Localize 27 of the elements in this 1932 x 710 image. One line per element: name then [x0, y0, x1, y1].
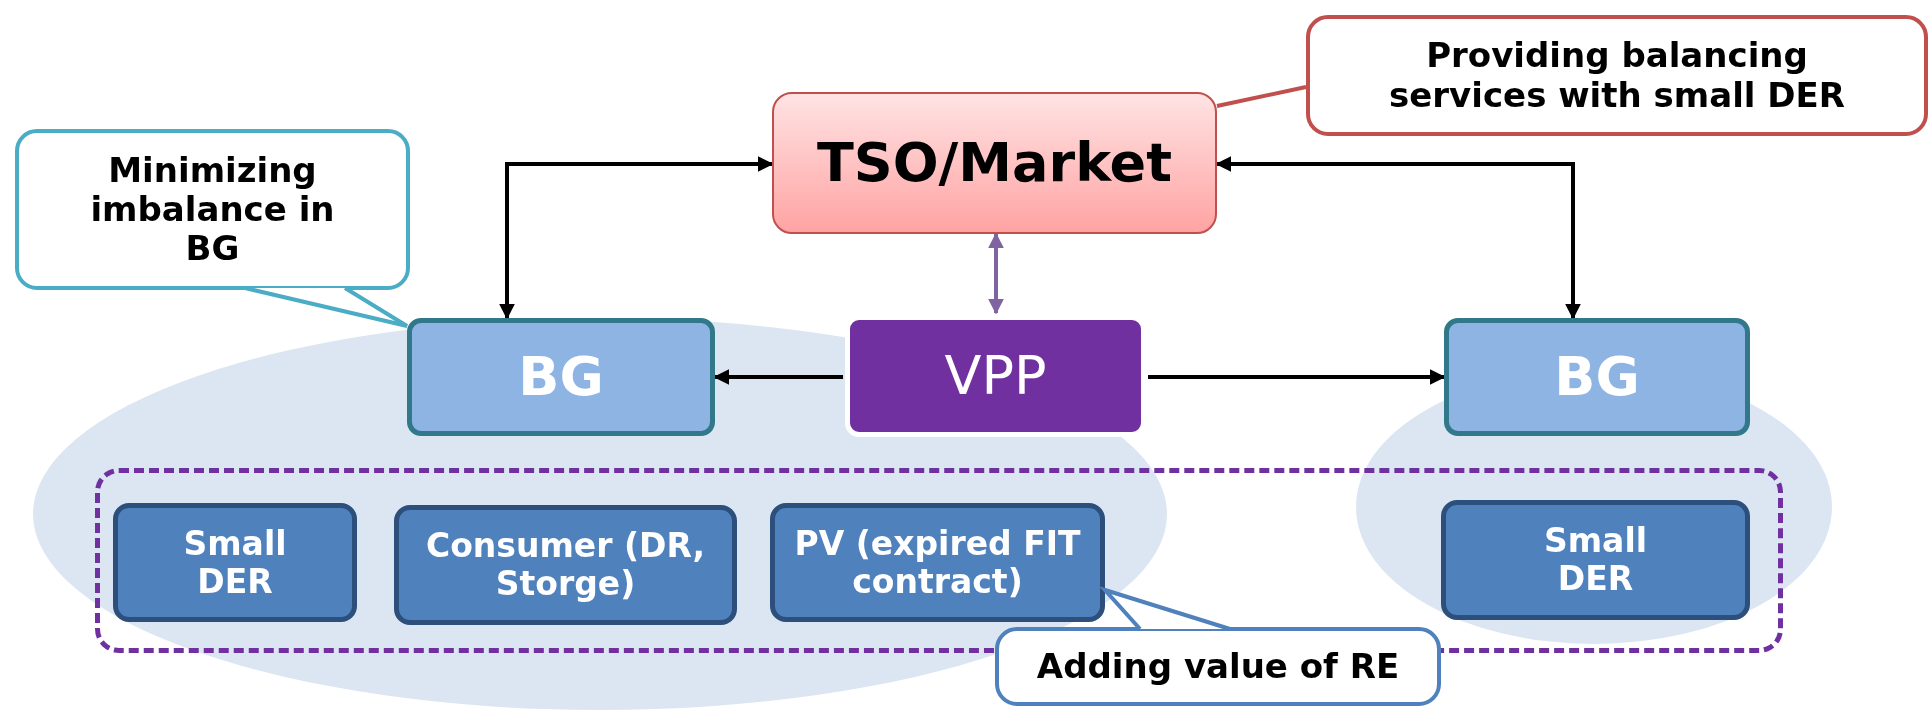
resource-box — [394, 505, 737, 625]
node-label: Providing balancing services with small DER — [1388, 36, 1846, 115]
node-label: Consumer (DR, Storge) — [424, 527, 707, 603]
dashed-group-frame — [95, 468, 1783, 653]
node-label: VPP — [944, 344, 1047, 408]
resource-box — [770, 503, 1105, 622]
resource-box — [113, 503, 357, 622]
node-label: Small DER — [1542, 522, 1648, 598]
process-box — [1444, 318, 1750, 436]
callout-pointer — [1098, 585, 1232, 631]
node-label: PV (expired FIT contract) — [793, 524, 1082, 601]
node-label: TSO/Market — [816, 131, 1173, 195]
node-label: BG — [1554, 345, 1640, 409]
process-box — [407, 318, 715, 436]
arrow — [988, 232, 1004, 315]
arrow — [499, 156, 774, 320]
callout-pointer — [243, 286, 409, 328]
node-label: Minimizing imbalance in BG — [89, 150, 336, 269]
node-label: BG — [518, 345, 604, 409]
resource-box — [1441, 500, 1750, 620]
arrow — [1148, 369, 1446, 385]
arrow — [713, 369, 843, 385]
node-label: Adding value of RE — [1036, 646, 1400, 687]
arrow — [1215, 156, 1581, 320]
process-box — [772, 92, 1217, 234]
callout-box — [1306, 15, 1928, 136]
node-label: Small DER — [182, 524, 288, 601]
